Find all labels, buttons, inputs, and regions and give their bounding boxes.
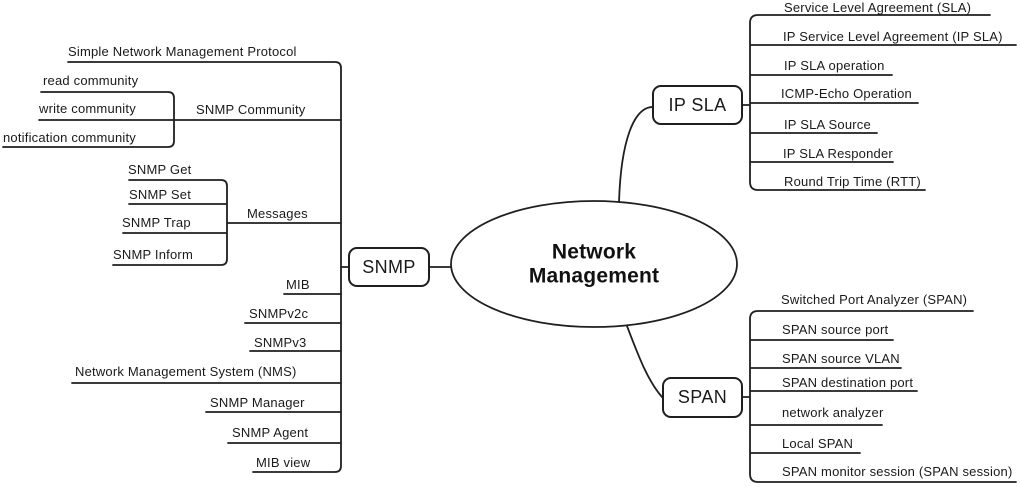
label-notification-community: notification community (3, 130, 137, 145)
label-snmp-set: SNMP Set (129, 187, 192, 202)
node-span-label: SPAN (677, 387, 728, 407)
label-simple-network-management-protocol: Simple Network Management Protocol (68, 44, 297, 59)
snmp-trunk-line (67, 61, 342, 473)
label-switched-port-analyzer: Switched Port Analyzer (SPAN) (781, 292, 968, 307)
label-messages: Messages (247, 206, 308, 221)
label-icmp-echo-operation: ICMP-Echo Operation (781, 86, 912, 101)
label-span-monitor-session: SPAN monitor session (SPAN session) (782, 464, 1013, 479)
label-ip-service-level-agreement: IP Service Level Agreement (IP SLA) (783, 29, 1003, 44)
label-service-level-agreement: Service Level Agreement (SLA) (784, 0, 972, 15)
label-snmp-agent: SNMP Agent (232, 425, 309, 440)
center-topic-label: Network Management (528, 240, 660, 287)
snmp-community-branch-lines (2, 91, 342, 148)
span-trunk-lines (742, 310, 1017, 483)
ipsla-curve-connector (618, 106, 653, 203)
label-snmpv3: SNMPv3 (254, 335, 307, 350)
label-span-destination-port: SPAN destination port (782, 375, 914, 390)
node-snmp-label: SNMP (362, 256, 416, 277)
label-ip-sla-operation: IP SLA operation (784, 58, 885, 73)
label-snmp-community: SNMP Community (196, 102, 306, 117)
snmp-messages-branch-lines (112, 179, 342, 266)
label-snmp-get: SNMP Get (128, 162, 192, 177)
label-local-span: Local SPAN (782, 436, 854, 451)
span-curve-connector (626, 325, 663, 398)
node-span: SPAN (662, 377, 743, 418)
label-snmpv2c: SNMPv2c (249, 306, 309, 321)
node-ip-sla: IP SLA (652, 85, 743, 125)
label-ip-sla-source: IP SLA Source (784, 117, 871, 132)
label-mib-view: MIB view (256, 455, 311, 470)
label-snmp-trap: SNMP Trap (122, 215, 191, 230)
snmp-item-tee-lines (71, 293, 342, 444)
label-round-trip-time: Round Trip Time (RTT) (784, 174, 921, 189)
label-read-community: read community (43, 73, 139, 88)
label-mib: MIB (286, 277, 310, 292)
label-write-community: write community (39, 101, 136, 116)
label-network-analyzer: network analyzer (782, 405, 884, 420)
node-ip-sla-label: IP SLA (668, 94, 727, 115)
center-ellipse (450, 200, 738, 328)
label-snmp-manager: SNMP Manager (210, 395, 305, 410)
node-snmp: SNMP (348, 247, 430, 287)
label-network-management-system: Network Management System (NMS) (75, 364, 297, 379)
label-snmp-inform: SNMP Inform (113, 247, 193, 262)
label-span-source-vlan: SPAN source VLAN (782, 351, 900, 366)
label-ip-sla-responder: IP SLA Responder (783, 146, 893, 161)
label-span-source-port: SPAN source port (782, 322, 889, 337)
ipsla-trunk-lines (742, 14, 1017, 191)
